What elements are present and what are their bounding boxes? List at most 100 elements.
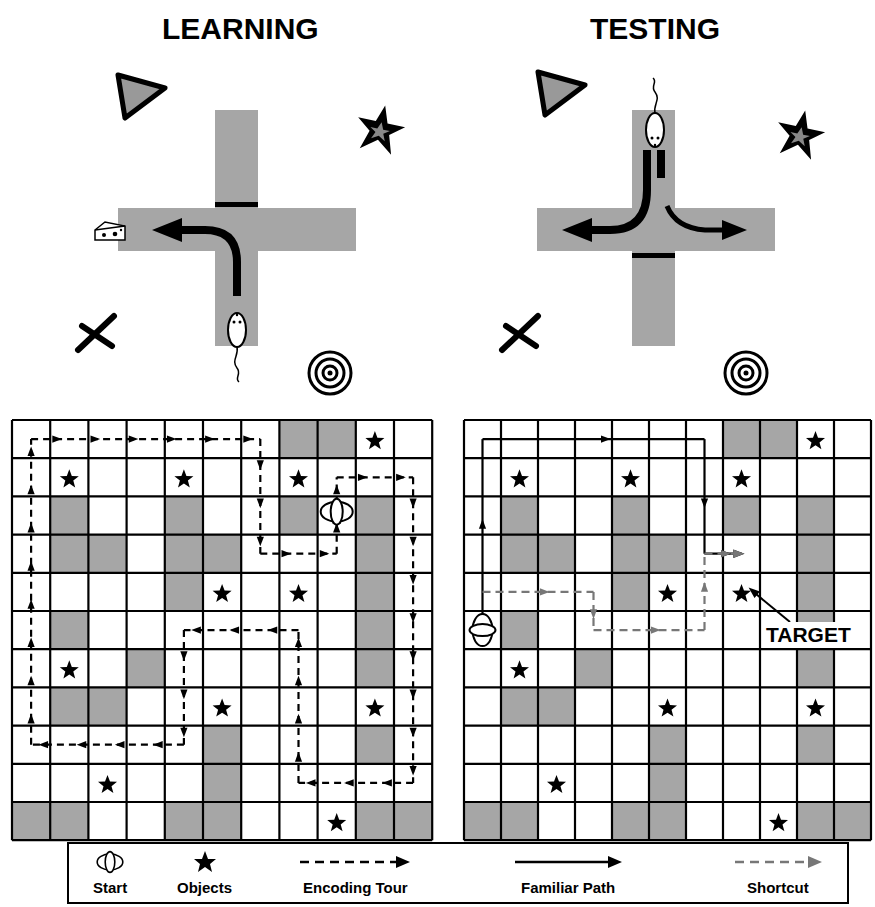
grid-line: [464, 419, 871, 421]
grid-line: [12, 724, 432, 726]
wall-cell: [760, 420, 797, 458]
wall-cell: [279, 420, 317, 458]
grid-line: [464, 686, 871, 688]
grid-line: [125, 420, 127, 840]
grid-line: [317, 420, 319, 840]
arrowhead: [410, 575, 417, 585]
wall-cell: [127, 649, 165, 687]
arrowhead: [268, 627, 278, 634]
grid-line: [393, 420, 395, 840]
object-star: [60, 469, 79, 487]
grid-line: [49, 420, 51, 840]
path-line: [703, 554, 705, 630]
wall-cell: [12, 802, 50, 840]
path-line: [703, 439, 705, 554]
arrowhead: [396, 474, 406, 481]
arrowhead: [410, 537, 417, 547]
grid-line: [12, 533, 432, 535]
path-line: [594, 629, 705, 631]
legend-text: Shortcut: [747, 879, 809, 896]
grid-line: [12, 648, 432, 650]
grid-line: [464, 533, 871, 535]
path-line: [31, 438, 260, 440]
wall-cell: [165, 496, 203, 534]
object-star: [213, 584, 232, 602]
grid-line: [12, 495, 432, 497]
grid-line: [464, 457, 871, 459]
legend-text: Objects: [177, 879, 232, 896]
arrowhead: [229, 627, 239, 634]
object-star: [658, 699, 677, 717]
arrowhead: [28, 485, 35, 495]
wall-cell: [612, 573, 649, 611]
panel-heading: TESTING: [590, 12, 720, 46]
grid-line: [11, 420, 13, 840]
path-line: [483, 591, 594, 593]
learning-maze: [78, 75, 409, 394]
arrowhead: [282, 550, 292, 557]
object-star: [60, 660, 79, 678]
leader-line: [756, 594, 790, 622]
object-star: [327, 813, 346, 831]
arrowhead: [295, 752, 302, 762]
path-line: [481, 439, 483, 630]
testing-maze: [502, 72, 829, 394]
arrowhead: [540, 588, 550, 595]
arrowhead: [28, 523, 35, 533]
object-star: [213, 699, 232, 717]
wall-cell: [649, 535, 686, 573]
arrowhead: [153, 741, 163, 748]
arrowhead: [180, 728, 187, 738]
wall-cell: [356, 611, 394, 649]
grid-line: [240, 420, 242, 840]
legend-text: Familiar Path: [521, 879, 615, 896]
wall-cell: [501, 496, 538, 534]
arrowhead: [91, 436, 101, 443]
wall-cell: [50, 802, 88, 840]
arrowhead: [115, 741, 125, 748]
arrowhead: [382, 779, 392, 786]
grid-line: [464, 610, 871, 612]
object-star: [547, 775, 566, 793]
wall-cell: [612, 802, 649, 840]
object-star: [732, 469, 751, 487]
grid-line: [500, 420, 502, 840]
wall-cell: [649, 726, 686, 764]
grid-line: [12, 839, 432, 841]
grid-line: [464, 648, 871, 650]
arrowhead: [333, 485, 340, 495]
object-star: [806, 699, 825, 717]
object-star: [732, 584, 751, 602]
arrowhead: [410, 766, 417, 776]
path-line: [483, 438, 705, 440]
target-label: TARGET: [762, 622, 855, 648]
grid-line: [464, 763, 871, 765]
wall-cell: [538, 687, 575, 725]
start-icon: [321, 499, 353, 525]
wall-cell: [649, 802, 686, 840]
grid-line: [759, 420, 761, 840]
wall-cell: [723, 420, 760, 458]
wall-cell: [50, 496, 88, 534]
wall-cell: [612, 496, 649, 534]
wall-cell: [464, 802, 501, 840]
wall-cell: [501, 611, 538, 649]
arrowhead: [28, 714, 35, 724]
path-line: [299, 782, 414, 784]
grid-line: [12, 572, 432, 574]
object-star: [174, 469, 193, 487]
wall-cell: [797, 535, 834, 573]
wall-cell: [723, 496, 760, 534]
wall-cell: [501, 802, 538, 840]
arrowhead: [28, 599, 35, 609]
grid-line: [12, 419, 432, 421]
grid-ground: [12, 420, 432, 840]
arrowhead: [28, 446, 35, 456]
arrowhead: [344, 779, 354, 786]
arrowhead: [28, 637, 35, 647]
wall-cell: [203, 764, 241, 802]
wall-cell: [203, 535, 241, 573]
wall-cell: [797, 496, 834, 534]
object-star: [658, 584, 677, 602]
arrowhead: [77, 741, 87, 748]
